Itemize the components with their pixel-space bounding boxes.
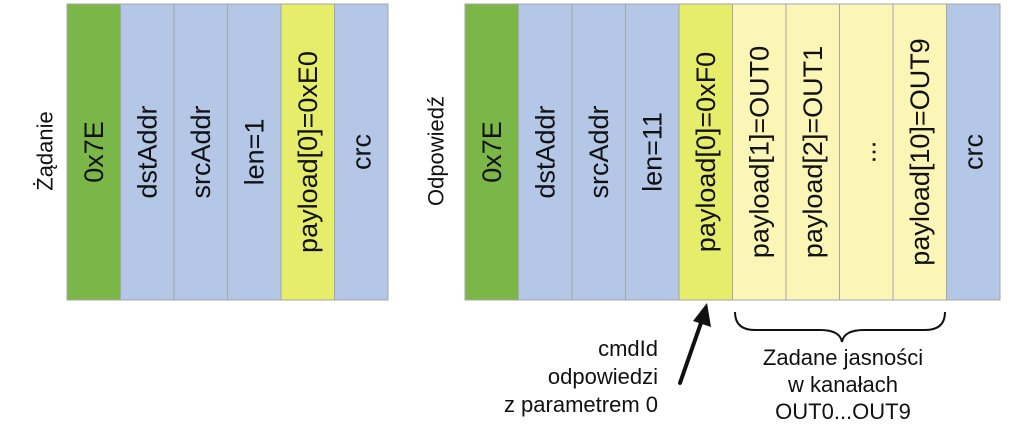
cmdid-note-line-3: z parametrem 0 bbox=[504, 392, 658, 417]
request-label: Żądanie bbox=[33, 111, 58, 191]
cmdid-note-line-1: cmdId bbox=[598, 336, 658, 361]
response-field-1-box bbox=[518, 3, 573, 301]
response-field-0-box bbox=[464, 3, 519, 301]
request-field-4-label: payload[0]=0xE0 bbox=[293, 51, 323, 253]
request-field-3-box bbox=[227, 3, 282, 301]
response-field-5-label: payload[1]=OUT0 bbox=[744, 46, 774, 258]
response-field-9-box bbox=[946, 3, 1001, 301]
response-field-0-label: 0x7E bbox=[477, 121, 507, 183]
response-label: Odpowiedź bbox=[424, 96, 449, 206]
response-field-9-label: crc bbox=[958, 134, 988, 170]
response-frame: 0x7E dstAddr srcAddr len=11 payload[0]=0xF0 p… bbox=[464, 3, 1001, 301]
request-field-3-label: len=1 bbox=[239, 119, 269, 186]
request-field-5-box bbox=[334, 3, 389, 301]
response-field-6-label: payload[2]=OUT1 bbox=[798, 46, 828, 258]
request-field-5-label: crc bbox=[346, 134, 376, 170]
response-field-5-box bbox=[732, 3, 787, 301]
data-note-line-3: OUT0...OUT9 bbox=[775, 399, 911, 424]
response-field-2-box bbox=[571, 3, 626, 301]
cmdid-note: cmdId odpowiedzi z parametrem 0 bbox=[504, 336, 658, 417]
response-field-6-box bbox=[785, 3, 840, 301]
data-note-line-2: w kanałach bbox=[787, 372, 898, 397]
cmdid-arrow bbox=[678, 303, 711, 385]
request-field-0-box bbox=[66, 3, 121, 301]
response-field-3-box bbox=[625, 3, 680, 301]
response-field-3-label: len=11 bbox=[637, 112, 667, 192]
response-field-7-box bbox=[839, 3, 894, 301]
request-field-2-box bbox=[173, 3, 228, 301]
response-field-4-label: payload[0]=0xF0 bbox=[691, 52, 721, 252]
request-field-4-box bbox=[280, 3, 335, 301]
response-field-1-label: dstAddr bbox=[530, 105, 560, 198]
cmdid-note-line-2: odpowiedzi bbox=[548, 364, 658, 389]
response-field-8-label: payload[10]=OUT9 bbox=[905, 38, 935, 265]
response-field-8-box bbox=[892, 3, 947, 301]
request-frame: 0x7E dstAddr srcAddr len=1 payload[0]=0xE0 cr… bbox=[66, 3, 389, 301]
data-note: Zadane jasności w kanałach OUT0...OUT9 bbox=[763, 345, 923, 424]
request-field-1-box bbox=[120, 3, 175, 301]
response-field-2-label: srcAddr bbox=[584, 105, 614, 198]
response-field-7-label: ... bbox=[851, 141, 881, 164]
request-field-2-label: srcAddr bbox=[186, 105, 216, 198]
request-field-1-label: dstAddr bbox=[132, 105, 162, 198]
data-brace bbox=[734, 311, 946, 343]
request-field-0-label: 0x7E bbox=[79, 121, 109, 183]
data-note-line-1: Zadane jasności bbox=[763, 345, 923, 370]
